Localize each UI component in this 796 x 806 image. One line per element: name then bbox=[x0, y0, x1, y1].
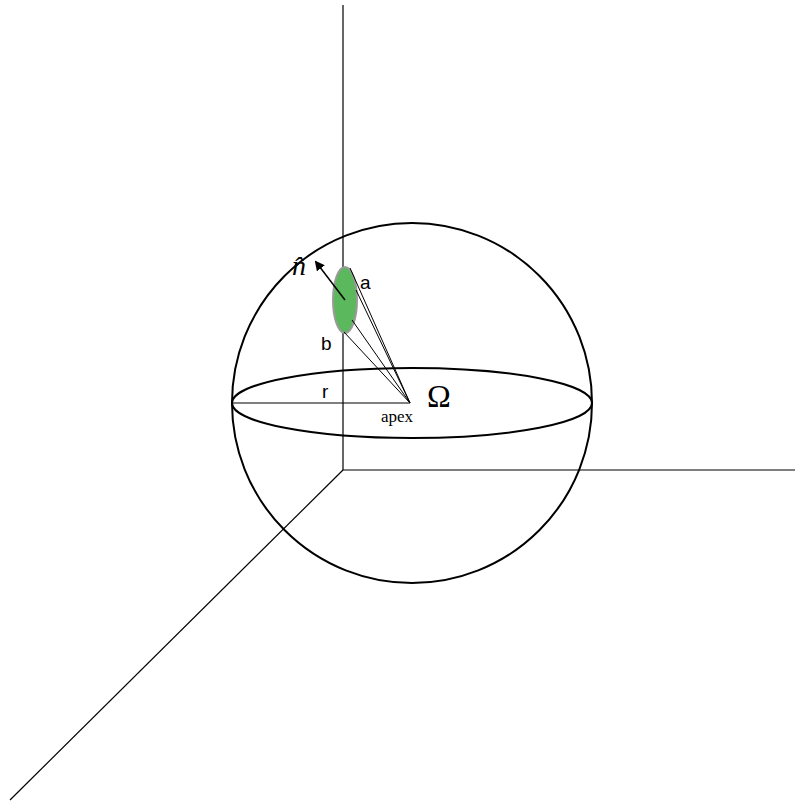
apex-label: apex bbox=[381, 408, 413, 425]
normal-arrow bbox=[316, 262, 345, 300]
y-axis bbox=[343, 469, 795, 470]
x-axis bbox=[10, 470, 343, 800]
cone-lines bbox=[344, 268, 410, 403]
normal-label: n̂ bbox=[292, 252, 306, 280]
radius-label: r bbox=[322, 382, 328, 401]
radius-line bbox=[232, 402, 410, 403]
solid-angle-label: Ω bbox=[427, 380, 451, 412]
sphere bbox=[232, 223, 592, 583]
edge-label: b bbox=[321, 334, 332, 353]
equator bbox=[232, 368, 592, 438]
edge-label: a bbox=[360, 273, 371, 292]
